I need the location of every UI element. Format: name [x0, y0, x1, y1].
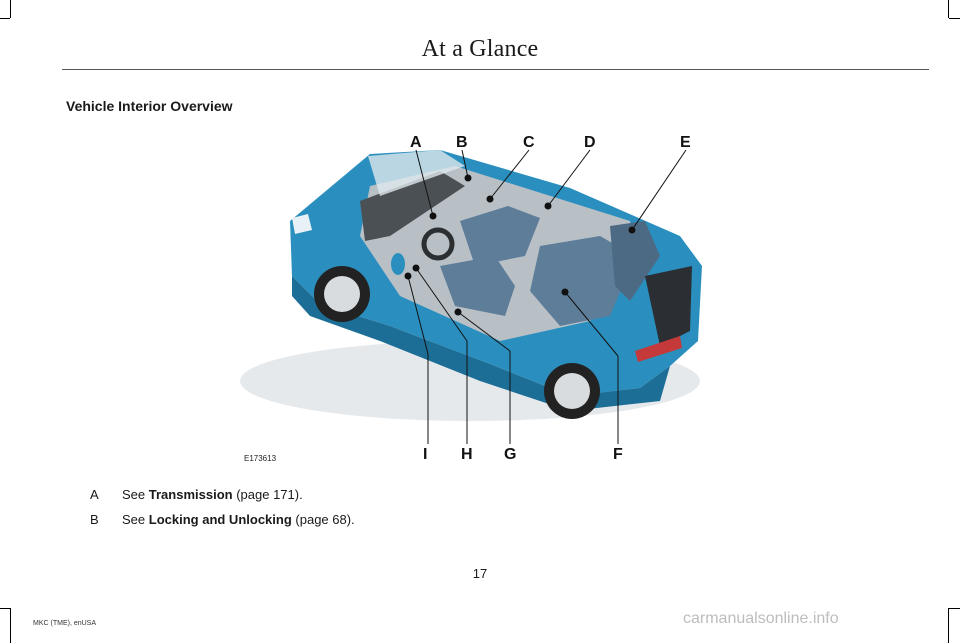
- crop-mark: [0, 18, 10, 19]
- callout-d: D: [584, 134, 596, 151]
- callout-b: B: [456, 134, 468, 151]
- item-link[interactable]: Locking and Unlocking: [148, 512, 292, 527]
- footer-model: MKC (TME), enUSA: [33, 620, 97, 627]
- callout-g: G: [504, 446, 516, 463]
- crop-mark: [10, 0, 11, 18]
- item-description: See Transmission (page 171).: [122, 487, 303, 502]
- rear-window: [645, 266, 692, 346]
- item-page: (page 68).: [295, 512, 355, 527]
- item-key: B: [90, 512, 99, 527]
- page-number: 17: [472, 566, 488, 581]
- steering-wheel: [421, 227, 455, 261]
- watermark: carmanualsonline.info: [683, 610, 839, 627]
- item-link[interactable]: Transmission: [148, 487, 233, 502]
- rear-seat-back: [610, 221, 660, 301]
- car-body-lower: [292, 276, 670, 411]
- windshield: [368, 150, 465, 196]
- item-key: A: [90, 487, 99, 502]
- side-mirror: [391, 253, 405, 275]
- callout-a: A: [410, 134, 422, 151]
- front-seat-passenger: [440, 256, 515, 316]
- callout-c: C: [523, 134, 535, 151]
- vehicle-interior-figure: A B C D E I H G F E173613: [240, 126, 730, 466]
- callout-e: E: [680, 134, 691, 151]
- dashboard: [360, 171, 465, 241]
- title-divider: [62, 69, 929, 70]
- item-see: See: [122, 487, 146, 502]
- crop-mark: [10, 608, 11, 643]
- page-title: At a Glance: [421, 36, 539, 62]
- callout-h: H: [461, 446, 473, 463]
- crop-mark: [948, 0, 949, 18]
- callout-i: I: [423, 446, 427, 463]
- item-page: (page 171).: [236, 487, 303, 502]
- figure-code: E173613: [244, 454, 277, 463]
- callout-f: F: [613, 446, 623, 463]
- crop-mark: [0, 608, 10, 609]
- section-heading: Vehicle Interior Overview: [66, 98, 233, 114]
- crop-mark: [948, 608, 949, 643]
- vehicle-interior-illustration: A B C D E I H G F E173613: [240, 134, 702, 463]
- taillight: [635, 336, 682, 362]
- item-description: See Locking and Unlocking (page 68).: [122, 512, 355, 527]
- headlight: [292, 214, 312, 234]
- crop-mark: [949, 608, 960, 609]
- front-seat-driver: [460, 206, 540, 266]
- rear-seat: [530, 236, 635, 326]
- crop-mark: [949, 18, 960, 19]
- item-see: See: [122, 512, 146, 527]
